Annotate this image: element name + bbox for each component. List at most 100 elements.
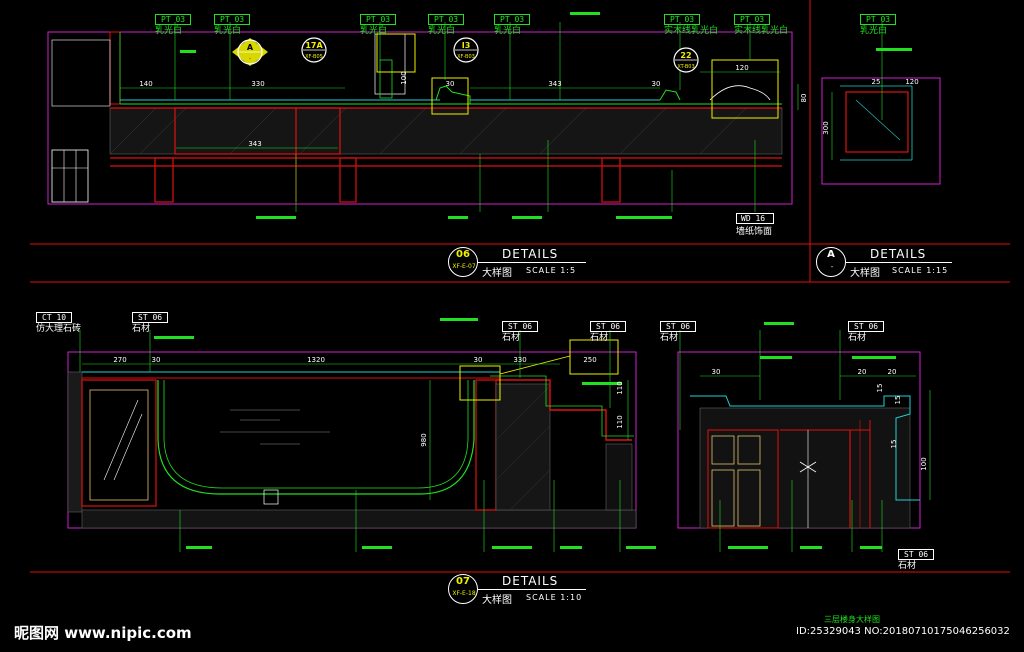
dimension-label: 330 (513, 356, 526, 364)
detail-06-title-block: 06 XF-E-07 DETAILS 大样图 SCALE 1:5 (448, 247, 588, 279)
section-marker-ref: XT-B03 (677, 64, 694, 70)
tag-text: 石材 (848, 333, 867, 343)
tag-code: ST 06 (132, 312, 169, 323)
footer-caption: 三层楼身大样图 (824, 615, 880, 624)
tag-text: 石材 (590, 333, 609, 343)
section-marker-label: 22 (680, 51, 691, 60)
detail-07-number: 07 (456, 576, 470, 587)
section-marker-label: 17A (305, 41, 323, 50)
detail-06-name: 大样图 (482, 268, 512, 279)
section-marker-label: I3 (462, 41, 471, 50)
dimension-label: 30 (474, 356, 483, 364)
detail-07-name: 大样图 (482, 595, 512, 606)
tag-code: PT 03 (734, 14, 771, 25)
tag-text: 乳光白 (860, 26, 888, 36)
tag-text: 实木线乳光白 (664, 26, 719, 36)
tag-text: 石材 (132, 324, 151, 334)
detail-06-scale: SCALE 1:5 (526, 266, 577, 275)
dimension-label: 30 (712, 368, 721, 376)
dimension-label: 25 (872, 78, 881, 86)
tag-code: ST 06 (660, 321, 697, 332)
dimension-label: 15 (890, 440, 898, 449)
dimension-label: 270 (113, 356, 126, 364)
dimension-label: 250 (583, 356, 596, 364)
tag-text: 乳光白 (494, 26, 522, 36)
tag-code: ST 06 (848, 321, 885, 332)
dimension-label: 110 (616, 381, 624, 394)
tag-text: 石材 (898, 561, 917, 571)
dimension-label: 20 (858, 368, 867, 376)
wall-finish-tag: WD 16 墙纸饰面 (736, 213, 774, 237)
tag-text: 乳光白 (214, 26, 242, 36)
tag-code: PT 03 (664, 14, 701, 25)
detail-a-name: 大样图 (850, 268, 880, 279)
tag-code: PT 03 (360, 14, 397, 25)
detail-lower-right-drawing (677, 322, 931, 552)
dimension-label: 300 (822, 121, 830, 134)
dimension-label: 30 (652, 80, 661, 88)
detail-a-heading: DETAILS (870, 247, 927, 261)
wall-finish-code: WD 16 (736, 213, 774, 224)
detail-a-drawing (821, 22, 941, 185)
tag-text: 乳光白 (428, 26, 456, 36)
detail-a-marker (816, 247, 846, 277)
tag-code: PT 03 (155, 14, 192, 25)
dimension-label: 15 (894, 396, 902, 405)
tag-code: ST 06 (590, 321, 627, 332)
watermark-right: ID:25329043 NO:20180710175046256032 (796, 626, 1010, 637)
dimension-label: 80 (800, 94, 808, 103)
tag-text: 石材 (502, 333, 521, 343)
tag-code: PT 03 (214, 14, 251, 25)
dimension-label: 30 (152, 356, 161, 364)
tag-code: PT 03 (494, 14, 531, 25)
section-marker-2: 17A XF-B05 (301, 37, 327, 63)
detail-06-ref: XF-E-07 (452, 263, 476, 270)
section-marker-1: A- (232, 38, 268, 66)
section-marker-ref: XF-B03 (457, 54, 475, 60)
tag-code: PT 03 (860, 14, 897, 25)
tag-code: PT 03 (428, 14, 465, 25)
dimension-label: 120 (735, 64, 748, 72)
detail-a-number: A (827, 249, 835, 260)
detail-a-ref: - (830, 263, 834, 271)
dimension-label: 110 (616, 415, 624, 428)
detail-07-marker (448, 574, 478, 604)
detail-a-title-block: A - DETAILS 大样图 SCALE 1:15 (816, 247, 956, 279)
tag-code: CT 10 (36, 312, 73, 323)
section-marker-label: A (247, 43, 254, 52)
dimension-label: 100 (920, 457, 928, 470)
detail-07-ref: XF-E-18 (452, 590, 476, 597)
detail-07-drawing (67, 318, 681, 552)
detail-06-heading: DETAILS (502, 247, 559, 261)
detail-07-scale: SCALE 1:10 (526, 593, 583, 602)
tag-text: 石材 (660, 333, 679, 343)
dimension-label: 980 (420, 433, 428, 446)
detail-06-drawing (47, 12, 799, 219)
dimension-label: 120 (905, 78, 918, 86)
dimension-label: 30 (446, 80, 455, 88)
tag-text: 乳光白 (360, 26, 388, 36)
section-marker-ref: - (249, 56, 251, 62)
tag-code: ST 06 (502, 321, 539, 332)
detail-a-scale: SCALE 1:15 (892, 266, 949, 275)
detail-07-heading: DETAILS (502, 574, 559, 588)
detail-06-marker (448, 247, 478, 277)
tag-code: ST 06 (898, 549, 935, 560)
tag-text: 仿大理石砖 (36, 324, 82, 334)
section-marker-ref: XF-B05 (305, 54, 323, 60)
